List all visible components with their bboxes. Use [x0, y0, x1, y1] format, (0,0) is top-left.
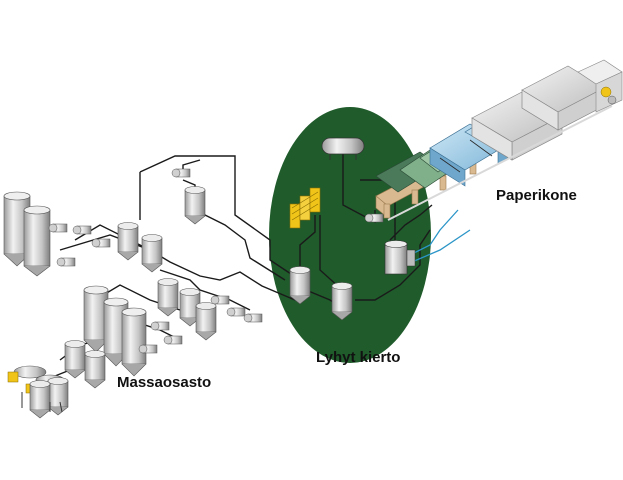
- dryer-hoods: [471, 65, 605, 161]
- deaerator-tank: [321, 137, 365, 160]
- label-stock-preparation: Massaosasto: [117, 374, 212, 391]
- wire-pit: [384, 240, 416, 275]
- machine-shadow: [387, 105, 613, 221]
- screen-icon: [289, 187, 321, 229]
- short-circulation-equipment: [289, 137, 416, 321]
- water-lines: [409, 209, 471, 263]
- label-paper-machine: Paperikone: [496, 187, 577, 204]
- stock-preparation-equipment: [3, 168, 263, 419]
- reel-section: [577, 59, 623, 113]
- paper-machine: [375, 59, 623, 219]
- label-short-circulation: Lyhyt kierto: [316, 349, 401, 366]
